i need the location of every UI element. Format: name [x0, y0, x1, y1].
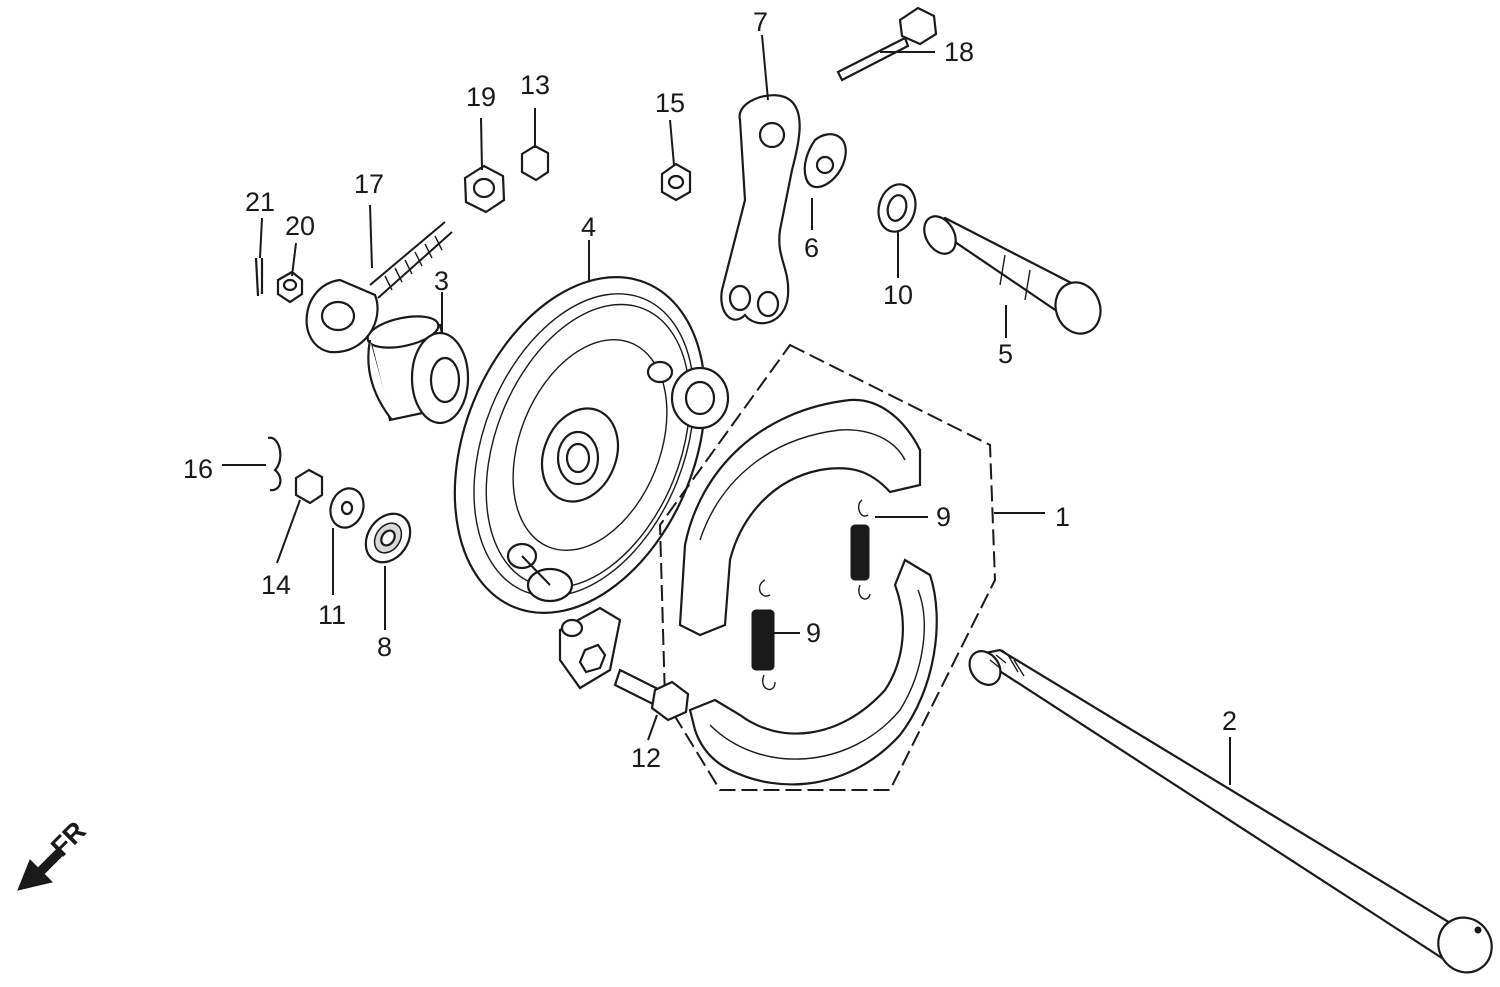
retaining-clip: [267, 436, 282, 492]
front-direction-arrow-icon: FR: [17, 816, 92, 891]
adjusting-bolt: [305, 221, 453, 354]
leader-lines: [222, 34, 1231, 785]
brake-shoe-group-outline: [658, 343, 997, 791]
callout-4: 4: [581, 212, 596, 242]
callout-14: 14: [261, 570, 291, 600]
callout-7: 7: [753, 7, 768, 37]
callout-8: 8: [377, 632, 392, 662]
callout-9-upper: 9: [936, 502, 951, 532]
callout-20: 20: [285, 211, 315, 241]
callout-21: 21: [245, 187, 275, 217]
washer-10: [877, 183, 917, 233]
nut-13: [520, 144, 550, 182]
nut-14: [294, 468, 324, 505]
spring-lower: [751, 579, 776, 691]
callout-5: 5: [998, 339, 1013, 369]
brake-cam: [923, 215, 1102, 335]
callout-3: 3: [434, 266, 449, 296]
bolt-18: [836, 6, 938, 82]
cotter-pin: [254, 257, 264, 297]
bolt-12: [613, 668, 690, 722]
brake-panel: [453, 276, 730, 690]
callout-10: 10: [883, 280, 913, 310]
nut-19: [463, 164, 506, 214]
callout-19: 19: [466, 82, 496, 112]
spring-upper: [850, 499, 871, 600]
wear-indicator-plate: [803, 133, 847, 189]
callout-1: 1: [1055, 502, 1070, 532]
callout-18: 18: [944, 37, 974, 67]
part-number-labels: 1 2 3 4 5 6 7 8 9 9 10 11 12 13 14 15 16…: [183, 7, 1237, 773]
brake-shoe-upper: [678, 398, 922, 637]
callout-9-lower: 9: [806, 618, 821, 648]
callout-11: 11: [318, 600, 346, 630]
callout-12: 12: [631, 743, 661, 773]
callout-6: 6: [804, 233, 819, 263]
collar: [366, 315, 470, 425]
callout-2: 2: [1222, 706, 1237, 736]
brake-arm: [720, 94, 801, 325]
callout-16: 16: [183, 454, 213, 484]
seal-8: [364, 512, 412, 564]
small-nut: [276, 270, 304, 304]
brake-shoe-lower: [688, 558, 938, 786]
callout-15: 15: [655, 88, 685, 118]
rear-axle: [968, 648, 1493, 974]
callout-13: 13: [520, 70, 550, 100]
washer-11: [329, 487, 365, 529]
nut-15: [660, 162, 692, 202]
callout-17: 17: [354, 169, 384, 199]
